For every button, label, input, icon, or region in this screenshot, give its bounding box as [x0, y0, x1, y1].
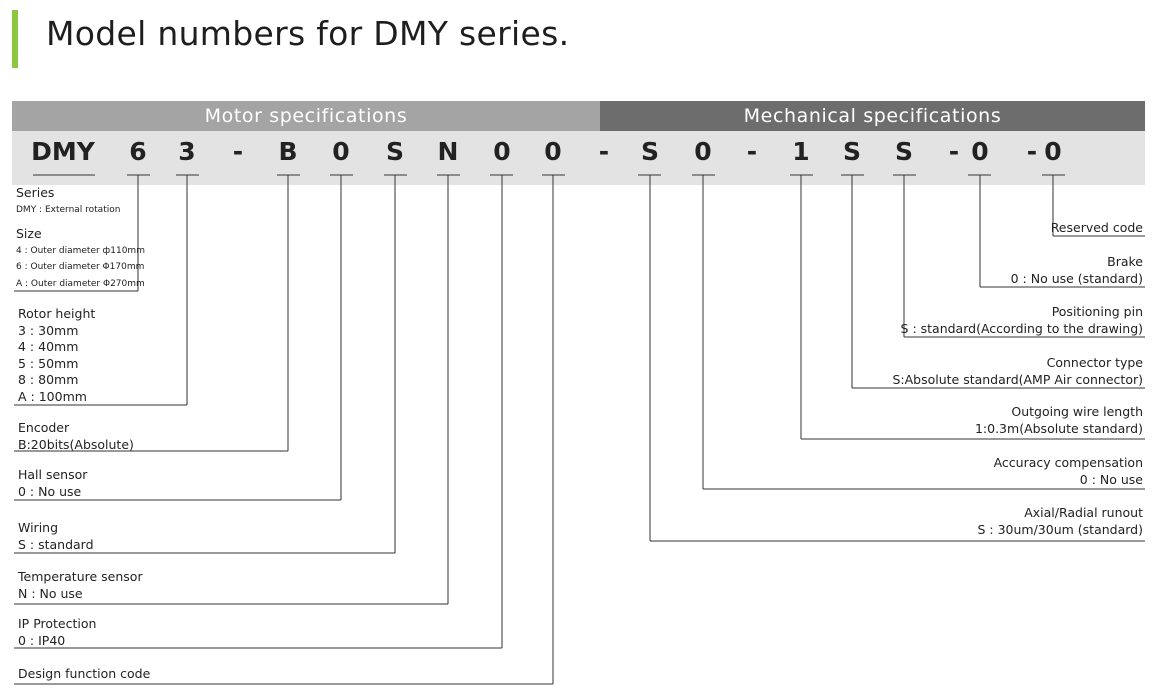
spec-option: S : standard	[18, 536, 94, 552]
code-separator: -	[1026, 137, 1038, 166]
spec-option: 0 : No use	[18, 483, 82, 499]
spec-title: Encoder	[18, 420, 70, 435]
spec-option: 1:0.3m(Absolute standard)	[974, 420, 1143, 436]
spec-title: Design function code	[18, 666, 151, 681]
spec-option: 0 : No use (standard)	[1010, 270, 1143, 286]
spec-option: S : standard(According to the drawing)	[900, 320, 1143, 336]
code-character: 1	[792, 137, 810, 166]
spec-option: 0 : IP40	[18, 632, 66, 648]
code-character: 0	[694, 137, 712, 166]
spec-title: Positioning pin	[1051, 304, 1143, 319]
spec-title: IP Protection	[18, 616, 97, 631]
spec-design-function-code: Design function code	[18, 666, 150, 683]
spec-option: 5 : 50mm	[18, 355, 79, 371]
spec-option: B:20bits(Absolute)	[18, 436, 134, 452]
code-character: 0	[332, 137, 350, 166]
spec-title: Rotor height	[18, 306, 96, 321]
spec-title: Series	[16, 185, 55, 200]
mechanical-specifications-header: Mechanical specifications	[600, 101, 1145, 131]
spec-title: Wiring	[18, 520, 59, 535]
spec-size: Size 4 : Outer diameter ф110mm 6 : Outer d…	[16, 226, 145, 292]
spec-option: DMY : External rotation	[16, 204, 121, 215]
spec-title: Reserved code	[1050, 220, 1143, 235]
spec-title: Connector type	[1046, 355, 1143, 370]
spec-option: A : 100mm	[18, 388, 87, 404]
code-character: 0	[493, 137, 511, 166]
code-separator: -	[746, 137, 758, 166]
spec-option: 6 : Outer diameter Φ170mm	[16, 262, 145, 272]
code-character: S	[640, 137, 660, 166]
spec-option: 4 : 40mm	[18, 339, 79, 354]
code-character: 0	[1044, 137, 1062, 166]
spec-title: Hall sensor	[18, 467, 88, 482]
code-character: S	[842, 137, 862, 166]
spec-option: S:Absolute standard(AMP Air connector)	[892, 371, 1143, 387]
code-separator: -	[948, 137, 960, 166]
code-character: N	[437, 137, 459, 166]
code-separator: -	[232, 137, 244, 166]
model-code-band	[12, 131, 1145, 185]
spec-title: Size	[16, 226, 42, 241]
code-character: 0	[971, 137, 989, 166]
spec-option: A : Outer diameter Φ270mm	[16, 278, 145, 289]
spec-title: Axial/Radial runout	[1024, 505, 1143, 520]
code-character: 0	[544, 137, 562, 166]
code-character: S	[385, 137, 405, 166]
motor-specifications-header: Motor specifications	[12, 101, 600, 131]
spec-title: Brake	[1107, 254, 1143, 269]
code-character: B	[278, 137, 298, 166]
page-title: Model numbers for DMY series.	[46, 14, 570, 53]
spec-title: Temperature sensor	[18, 569, 143, 584]
spec-title: Outgoing wire length	[1011, 404, 1143, 419]
spec-reserved-code: Reserved code	[1051, 220, 1143, 237]
spec-option: 8 : 80mm	[18, 372, 79, 387]
spec-title: Accuracy compensation	[993, 455, 1143, 470]
code-character: 6	[129, 137, 147, 166]
spec-option: 3 : 30mm	[18, 322, 79, 338]
spec-option: S : 30um/30um (standard)	[977, 521, 1144, 537]
code-character: 3	[178, 137, 196, 166]
code-character: DMY	[31, 137, 95, 166]
spec-option: 4 : Outer diameter ф110mm	[16, 245, 145, 256]
title-accent-bar	[12, 10, 18, 68]
code-character: S	[894, 137, 914, 166]
code-separator: -	[598, 137, 610, 166]
spec-option: N : No use	[18, 585, 83, 601]
spec-option: 0 : No use	[1079, 471, 1143, 487]
